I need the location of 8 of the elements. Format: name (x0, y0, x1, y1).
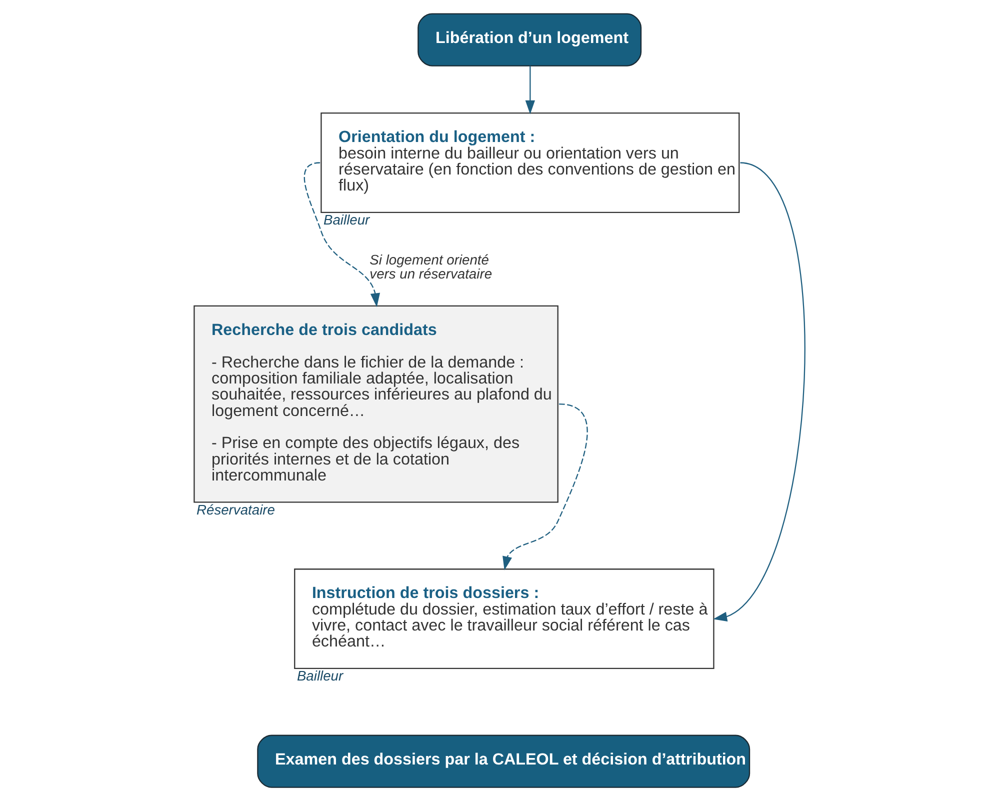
arrow (502, 403, 588, 570)
arrow (713, 162, 805, 622)
node-label: Bailleur (324, 212, 370, 228)
node-label: Réservataire (196, 501, 275, 518)
node-label: Bailleur (296, 668, 344, 684)
arrow (304, 162, 380, 308)
arrow (525, 66, 536, 114)
edge-label: Si logement orienté vers un réservataire (370, 251, 492, 282)
